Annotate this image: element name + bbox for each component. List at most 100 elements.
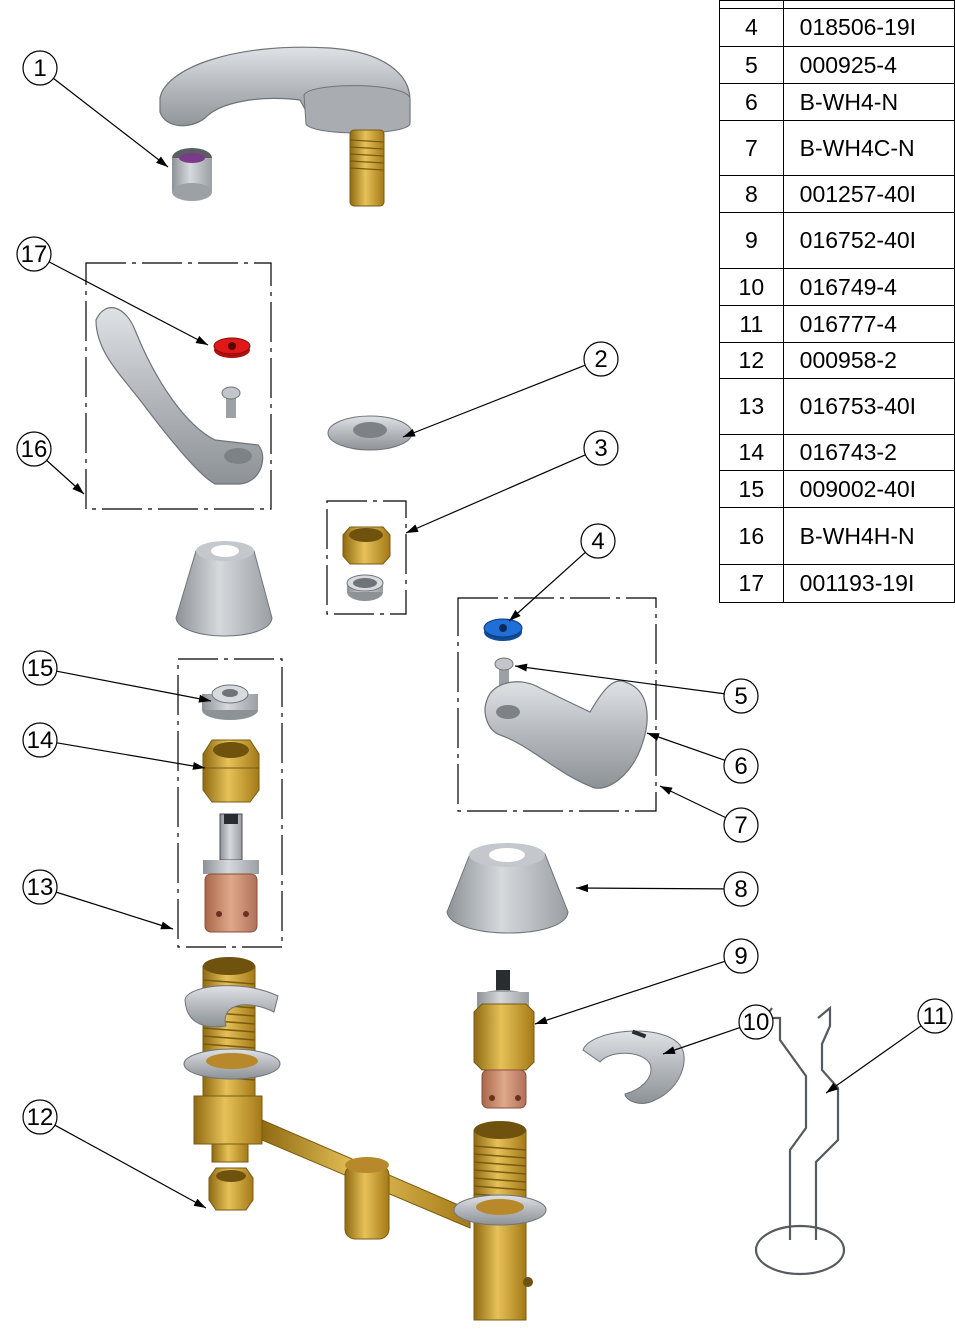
part-number-cell: B-WH4H-N [782, 507, 955, 565]
arrowhead [826, 1082, 839, 1093]
wire-clip [754, 1005, 846, 1276]
callout-number: 5 [734, 683, 747, 710]
leader-line [646, 732, 726, 761]
left-escutcheon [175, 541, 273, 637]
part-number-cell: 000925-4 [782, 46, 955, 84]
part-number-cell: 009002-40I [782, 470, 955, 508]
part-number-cell: 016777-4 [782, 305, 955, 343]
callout-number: 8 [734, 876, 747, 903]
callout-bubble [22, 1099, 58, 1135]
arrowhead [195, 335, 208, 345]
item-number-cell: 13 [719, 378, 784, 435]
callout-number: 6 [734, 753, 747, 780]
callout-5: 5 [514, 663, 759, 714]
leader-line [48, 261, 209, 346]
arrowhead [198, 694, 211, 703]
arrowhead [72, 482, 84, 494]
arrowhead [509, 610, 521, 621]
leader-line [56, 742, 206, 769]
aerator [172, 148, 212, 201]
callout-number: 3 [594, 435, 607, 462]
right-escutcheon [446, 843, 569, 934]
callout-6: 6 [646, 732, 759, 784]
callout-bubble [917, 998, 953, 1034]
cold-handle [484, 680, 648, 789]
callout-number: 9 [734, 943, 747, 970]
horseshoe-clip [582, 1029, 685, 1104]
callout-number: 4 [591, 528, 604, 555]
leader-line [825, 1025, 922, 1094]
arrowhead [192, 762, 205, 770]
part-number-cell: 000958-2 [782, 342, 955, 379]
callout-13: 13 [22, 869, 174, 930]
callout-number: 13 [27, 874, 54, 901]
table-cell [719, 0, 784, 9]
item-number-cell: 10 [719, 268, 784, 306]
cartridge [203, 813, 259, 933]
leader-line [53, 77, 169, 168]
arrowhead [515, 663, 528, 672]
callout-bubble [723, 678, 759, 714]
part-number-cell: 001193-19I [782, 564, 955, 603]
callout-bubble [723, 938, 759, 974]
hot-handle-kit-box [85, 262, 272, 510]
part-number-cell: 001257-40I [782, 175, 955, 213]
arrowhead [403, 428, 416, 437]
arrowhead [193, 1198, 206, 1208]
callout-12: 12 [22, 1099, 207, 1209]
leader-line [405, 454, 586, 534]
leader-line [659, 785, 726, 819]
hot-handle [95, 307, 264, 485]
spout [159, 46, 411, 207]
part-number-cell: B-WH4-N [782, 83, 955, 121]
leader-line [56, 670, 212, 702]
table-cell [782, 0, 955, 9]
item-number-cell: 8 [719, 175, 784, 213]
item-number-cell: 14 [719, 434, 784, 471]
arrowhead [576, 884, 589, 893]
callout-bubble [22, 722, 58, 758]
leader-line [534, 960, 726, 1025]
callout-3: 3 [405, 430, 619, 534]
leader-line [662, 1026, 741, 1055]
coupling-nut [208, 1167, 254, 1211]
ferrule-ring [346, 574, 384, 601]
callout-bubble [580, 523, 616, 559]
callout-10: 10 [662, 1004, 774, 1055]
part-number-cell: B-WH4C-N [782, 120, 955, 176]
flange-washer [327, 415, 413, 451]
callout-8: 8 [575, 871, 759, 907]
callout-bubble [22, 50, 58, 86]
brass-nut [342, 526, 391, 565]
callout-4: 4 [508, 523, 616, 622]
leader-line [575, 887, 725, 890]
callout-number: 15 [27, 655, 54, 682]
item-number-cell: 12 [719, 342, 784, 379]
arrowhead [647, 733, 660, 741]
callout-bubble [16, 431, 52, 467]
part-number-cell: 016753-40I [782, 378, 955, 435]
callout-number: 10 [743, 1009, 770, 1036]
item-number-cell: 17 [719, 564, 784, 603]
callout-number: 12 [27, 1104, 54, 1131]
item-number-cell: 16 [719, 507, 784, 565]
callout-number: 17 [21, 241, 48, 268]
part-number-cell: 018506-19I [782, 8, 955, 47]
callout-2: 2 [402, 341, 619, 438]
callout-number: 1 [33, 55, 46, 82]
callout-bubble [723, 871, 759, 907]
handle-screw [494, 657, 514, 690]
callout-bubble [22, 869, 58, 905]
leader-line [402, 364, 586, 438]
callout-bubble [22, 650, 58, 686]
